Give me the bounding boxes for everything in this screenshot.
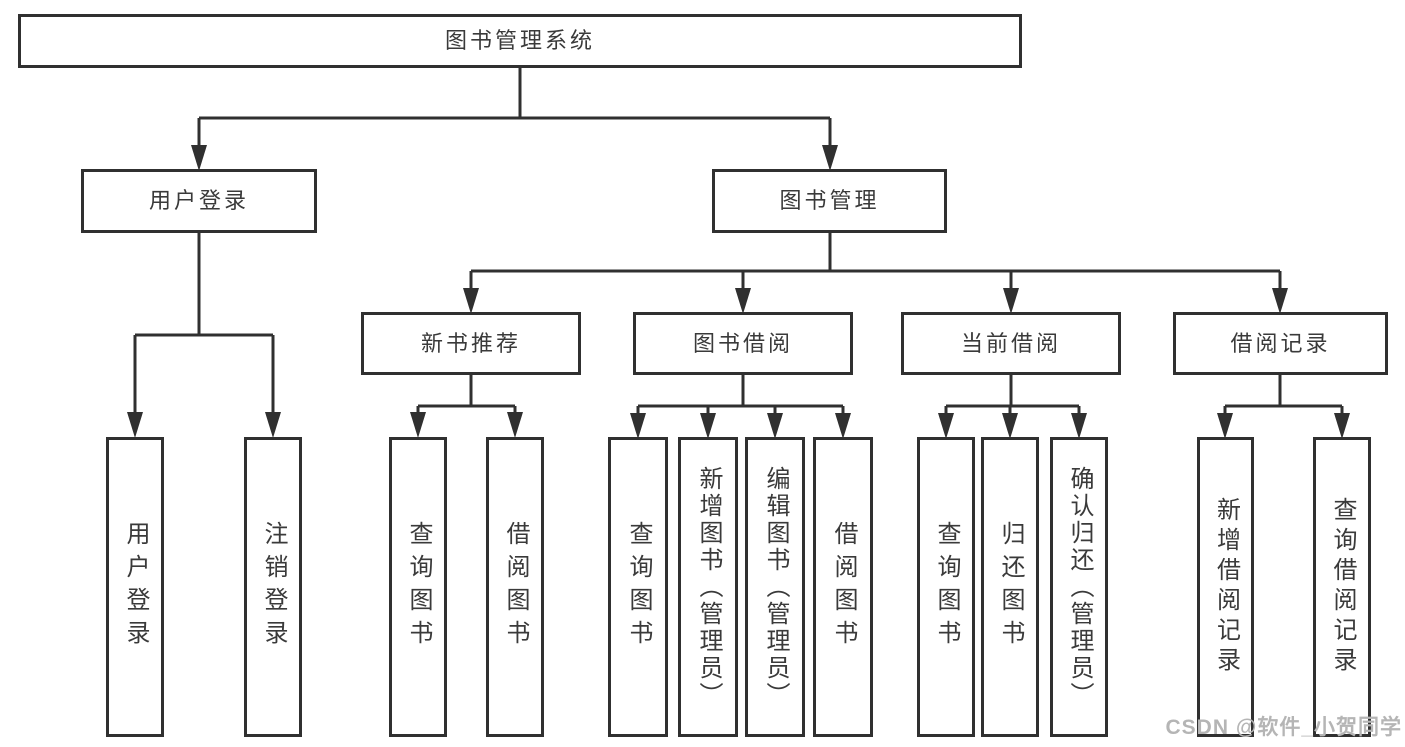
node-confirm-return-admin: 确认归还（管理员）	[1050, 437, 1108, 737]
node-borrow-books-recommend: 借阅图书	[486, 437, 544, 737]
node-search-books-current: 查询图书	[917, 437, 975, 737]
node-logout-action: 注销登录	[244, 437, 302, 737]
node-book-management: 图书管理	[712, 169, 947, 233]
node-user-login: 用户登录	[81, 169, 317, 233]
node-borrow-books-borrowing: 借阅图书	[813, 437, 873, 737]
csdn-watermark: CSDN @软件_小贺同学	[1165, 716, 1402, 739]
node-borrowing-records: 借阅记录	[1173, 312, 1388, 375]
node-library-management-system: 图书管理系统	[18, 14, 1022, 68]
node-add-books-admin: 新增图书（管理员）	[678, 437, 738, 737]
node-current-borrowing: 当前借阅	[901, 312, 1121, 375]
node-book-borrowing: 图书借阅	[633, 312, 853, 375]
node-user-login-action: 用户登录	[106, 437, 164, 737]
node-edit-books-admin: 编辑图书（管理员）	[745, 437, 805, 737]
node-new-book-recommendation: 新书推荐	[361, 312, 581, 375]
node-return-books: 归还图书	[981, 437, 1039, 737]
node-add-borrow-record: 新增借阅记录	[1197, 437, 1254, 737]
node-search-books-borrowing: 查询图书	[608, 437, 668, 737]
node-search-borrow-record: 查询借阅记录	[1313, 437, 1371, 737]
node-search-books-recommend: 查询图书	[389, 437, 447, 737]
